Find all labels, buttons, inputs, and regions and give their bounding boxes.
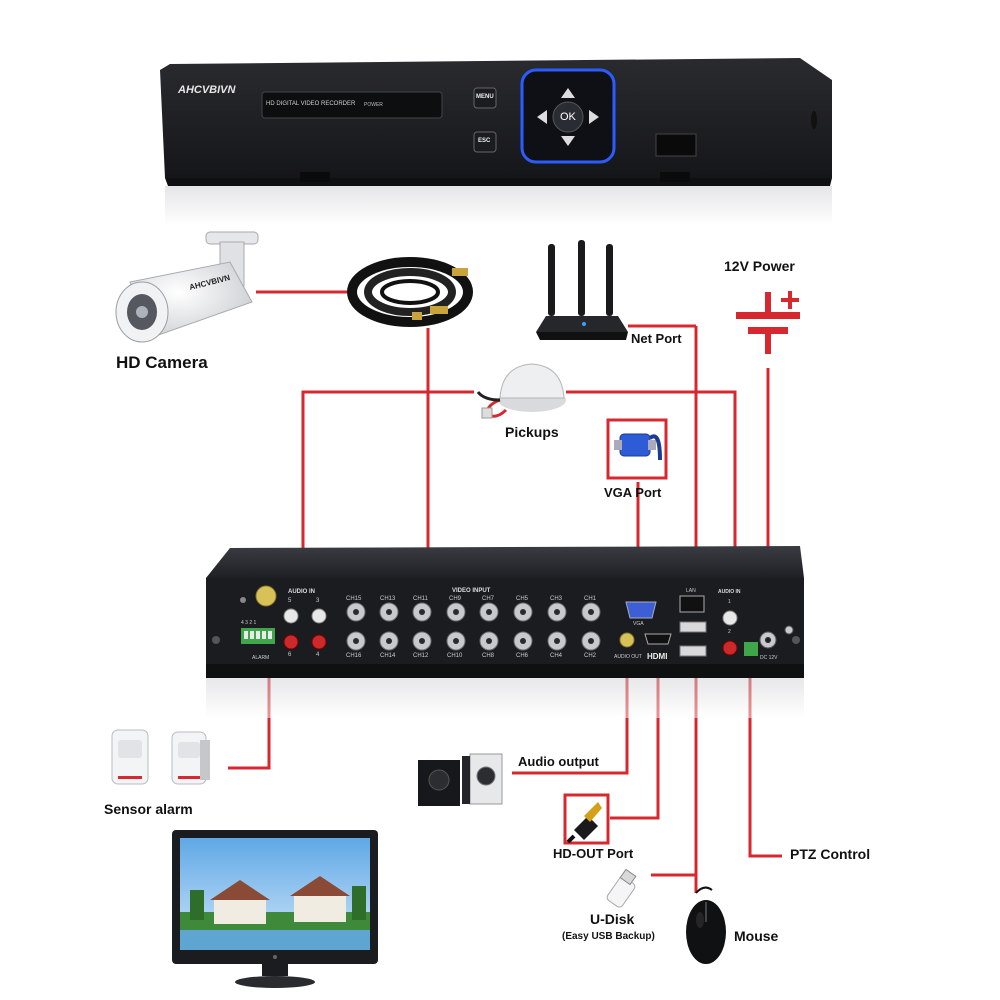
hdmi-cable-image (566, 802, 602, 844)
pickup-microphone-image (476, 363, 566, 419)
mouse-label: Mouse (734, 928, 779, 944)
power-label: 12V Power (724, 258, 795, 274)
channel-label: CH1 (584, 596, 597, 602)
channel-label: CH8 (482, 653, 495, 659)
hdmi-label: HDMI (647, 652, 668, 661)
audio-in-left-num-3: 3 (316, 598, 320, 604)
channel-label: CH16 (346, 653, 362, 659)
speakers-image (418, 753, 503, 806)
sensor-alarm-image (111, 729, 210, 785)
net-port-label: Net Port (631, 331, 682, 346)
audio-in-right-num-1: 1 (728, 599, 731, 605)
channel-label: CH9 (449, 596, 462, 602)
vga-port-callout: VGA Port (604, 485, 662, 500)
u-disk-sublabel: (Easy USB Backup) (562, 931, 655, 942)
router-image (536, 240, 628, 340)
vga-cable-image (614, 433, 662, 461)
dvr-front-unit (160, 58, 832, 226)
audio-in-right-label: AUDIO IN (718, 589, 741, 595)
hd-out-port-label: HD-OUT Port (553, 846, 634, 861)
audio-output-label: Audio output (518, 754, 599, 769)
audio-in-right-num-2: 2 (728, 629, 731, 635)
hd-camera-image: AHCVBIVN (115, 231, 259, 343)
channel-label: CH14 (380, 653, 396, 659)
channel-label: CH7 (482, 596, 495, 602)
alarm-numbers: 4 3 2 1 (241, 620, 257, 626)
brand-logo: AHCVBIVN (178, 84, 236, 96)
hd-camera-label: HD Camera (116, 353, 208, 372)
ptz-control-label: PTZ Control (790, 846, 871, 862)
bnc-cable-image (347, 257, 473, 327)
channel-label: CH4 (550, 653, 563, 659)
channel-label: CH3 (550, 596, 563, 602)
pickups-label: Pickups (505, 424, 559, 440)
audio-in-left-label: AUDIO IN (288, 589, 315, 595)
channel-label: CH5 (516, 596, 529, 602)
sensor-alarm-label: Sensor alarm (104, 801, 193, 817)
lan-label: LAN (686, 588, 696, 594)
channel-label: CH6 (516, 653, 529, 659)
audio-in-left-num-6: 6 (288, 652, 292, 658)
dvr-back-unit (206, 546, 804, 718)
monitor-image (172, 830, 378, 988)
u-disk-label: U-Disk (590, 911, 635, 927)
channel-label: CH12 (413, 653, 429, 659)
channel-label: CH2 (584, 653, 597, 659)
audio-out-label: AUDIO OUT (614, 654, 642, 660)
model-text: HD DIGITAL VIDEO RECORDER (266, 101, 356, 107)
ok-button[interactable]: OK (560, 111, 576, 123)
power-symbol-image (736, 291, 800, 354)
mouse-image (686, 886, 726, 964)
audio-in-left-num-4: 4 (316, 652, 320, 658)
dc-input-label: DC 12V (760, 655, 778, 661)
menu-button[interactable]: MENU (476, 94, 494, 100)
channel-label: CH15 (346, 596, 362, 602)
esc-button[interactable]: ESC (478, 138, 491, 144)
channel-label: CH10 (447, 653, 463, 659)
power-indicator-label: POWER (364, 102, 383, 108)
alarm-label: ALARM (252, 655, 270, 661)
usb-disk-image (606, 868, 637, 908)
video-input-label: VIDEO INPUT (452, 588, 491, 594)
vga-port-label: VGA (633, 621, 644, 627)
channel-label: CH13 (380, 596, 396, 602)
channel-label: CH11 (413, 596, 428, 602)
audio-in-left-num-5: 5 (288, 598, 292, 604)
